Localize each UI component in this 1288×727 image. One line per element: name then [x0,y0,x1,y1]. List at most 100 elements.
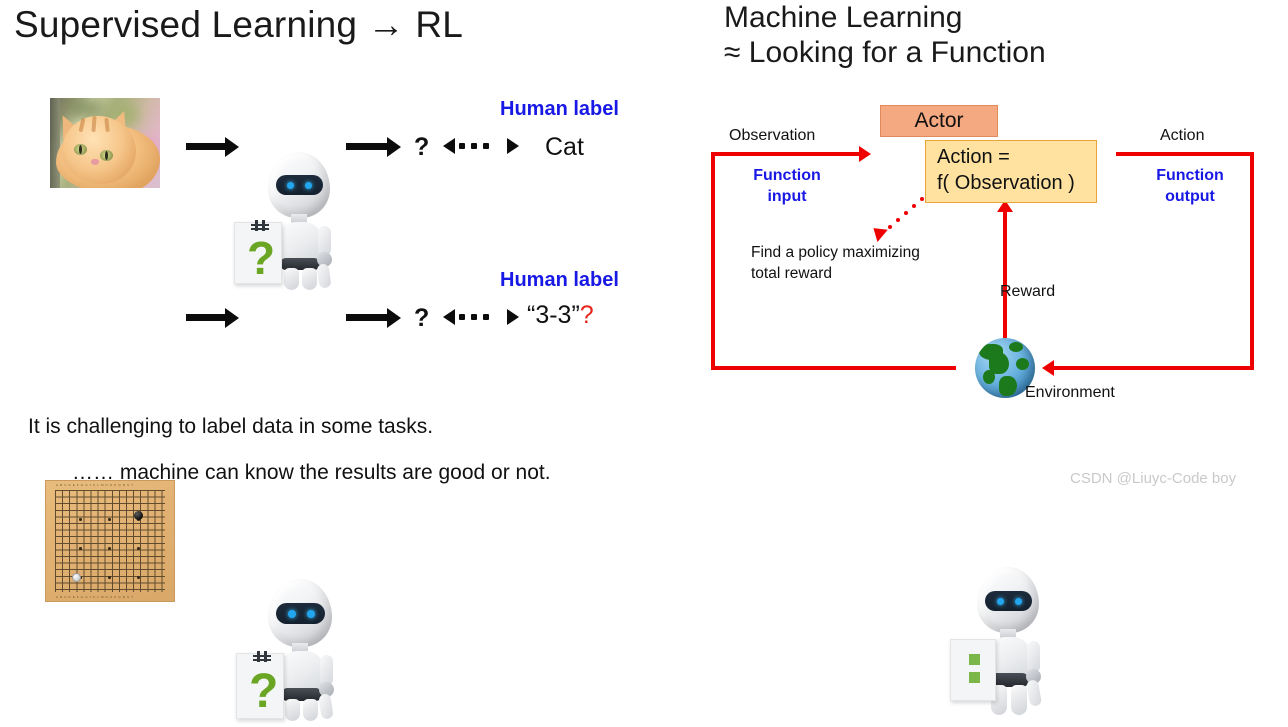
human-label-value-row2: “3-3”? [527,301,594,330]
globe-land-3 [983,370,995,384]
robot-arm-right [318,226,331,256]
dotted-arrow-dot-5 [896,218,900,222]
sign-chip-1 [969,654,980,665]
robot-actor [950,567,1065,727]
cat-stripe-3 [104,117,110,133]
go-star-8 [108,576,111,579]
go-star-6 [137,547,140,550]
compare-arrow-head-right-row1 [507,137,519,154]
page-title-left: Supervised Learning → RL [14,4,464,45]
loop-line-action-horizontal [1116,152,1254,156]
robot-eye-right [305,182,312,189]
human-label-value-question-row2: ? [579,301,594,329]
rl-function-input-line2: input [767,187,807,205]
sign-question-mark: ? [247,232,276,284]
dotted-arrow-head [868,222,888,242]
robot-leg-right [303,699,318,721]
cat-nose [91,159,99,165]
go-star-9 [137,576,140,579]
go-stone-black [134,511,143,520]
function-box-line1: Action = [937,146,1010,168]
robot-eye-left [287,182,294,189]
page-title-right-line2: ≈ Looking for a Function [724,36,1046,70]
human-label-value-text-row2: “3-3” [527,301,580,329]
robot-machine-row1: ? [232,152,352,290]
question-sign-row1: ? [234,220,282,284]
loop-line-left-vertical [711,152,715,370]
robot-sign-actor [950,639,996,701]
actor-box-label: Actor [914,109,964,132]
rl-function-input-label: Function input [740,166,834,208]
compare-dot-2-row1 [471,143,477,149]
compare-dot-2-row2 [471,314,477,320]
go-star-1 [79,518,82,521]
arrow-machine-to-output-row1 [346,136,401,157]
function-box[interactable]: Action = f( Observation ) [925,140,1097,204]
globe-land-4 [999,376,1017,396]
robot-forearm-right [318,693,334,720]
compare-arrow-head-right-row2 [507,308,519,325]
loop-line-observation-horizontal [711,152,861,156]
cat-stripe-1 [78,117,86,133]
rl-function-output-line2: output [1165,187,1215,205]
robot-eye-right [307,610,315,618]
cat-eye-left [74,144,87,155]
robot-forearm-right [1025,679,1043,707]
go-coords-top: ABCDEFGHJKLMNOPQRST [56,483,136,487]
cat-photo-image [50,98,160,188]
robot-eye-right [1015,598,1022,605]
rl-environment-label: Environment [1025,384,1115,401]
page-title-right: Machine Learning ≈ Looking for a Functio… [724,0,1046,71]
robot-forearm-right [316,263,332,289]
robot-belt [280,258,320,270]
watermark: CSDN @Liuyc-Code boy [1070,470,1237,487]
machine-output-row2: ? [414,304,430,332]
loop-line-bottom-left [711,366,956,370]
loop-line-right-vertical [1250,152,1254,370]
robot-leg-right [302,268,317,290]
machine-output-row1: ? [414,133,430,161]
compare-dot-3-row1 [483,143,489,149]
robot-leg-right [1011,685,1027,715]
robot-visor [985,591,1032,611]
sign-chip-2 [969,672,980,683]
robot-machine-row2: ? [232,579,352,721]
rl-policy-note-line2: total reward [751,264,832,282]
cat-stripe-2 [91,115,97,133]
actor-box[interactable]: Actor [880,105,998,137]
compare-dot-1-row2 [459,314,465,320]
sign-clip-bar1 [251,224,269,226]
question-sign-row2: ? [236,651,284,719]
compare-arrow-row1 [443,137,519,154]
compare-arrow-head-left-row1 [443,137,455,154]
globe-land-2 [989,352,1009,374]
caption-line-2: …… machine can know the results are good… [72,461,551,484]
go-coords-bottom: ABCDEFGHJKLMNOPQRST [56,595,136,599]
sign-clip-bar2 [251,228,269,230]
rl-function-output-label: Function output [1143,166,1237,208]
loop-line-reward-vertical [1003,210,1007,358]
dotted-arrow-dot-4 [904,211,908,215]
rl-reward-label: Reward [1000,283,1056,300]
cat-eye-right [100,150,113,161]
go-stone-white [72,573,81,582]
arrow-input-to-machine-row2 [186,307,239,328]
go-star-5 [108,547,111,550]
human-label-value-row1: Cat [545,133,584,161]
environment-globe-icon [975,338,1035,398]
rl-action-label: Action [1160,127,1205,144]
rl-policy-note: Find a policy maximizing total reward [751,243,920,285]
robot-eye-left [288,610,296,618]
rl-function-input-line1: Function [753,167,821,184]
sign-clip-bar2 [253,659,271,661]
human-label-title-row1: Human label [500,98,619,120]
human-label-title-row2: Human label [500,269,619,291]
sign-question-mark: ? [249,665,279,718]
robot-visor [276,175,323,195]
rl-function-output-line1: Function [1156,167,1224,184]
caption-line-1: It is challenging to label data in some … [28,415,434,438]
sign-clip-bar1 [253,655,271,657]
page-title-right-line1: Machine Learning [724,1,963,34]
go-star-4 [79,547,82,550]
robot-leg-left [285,699,300,721]
